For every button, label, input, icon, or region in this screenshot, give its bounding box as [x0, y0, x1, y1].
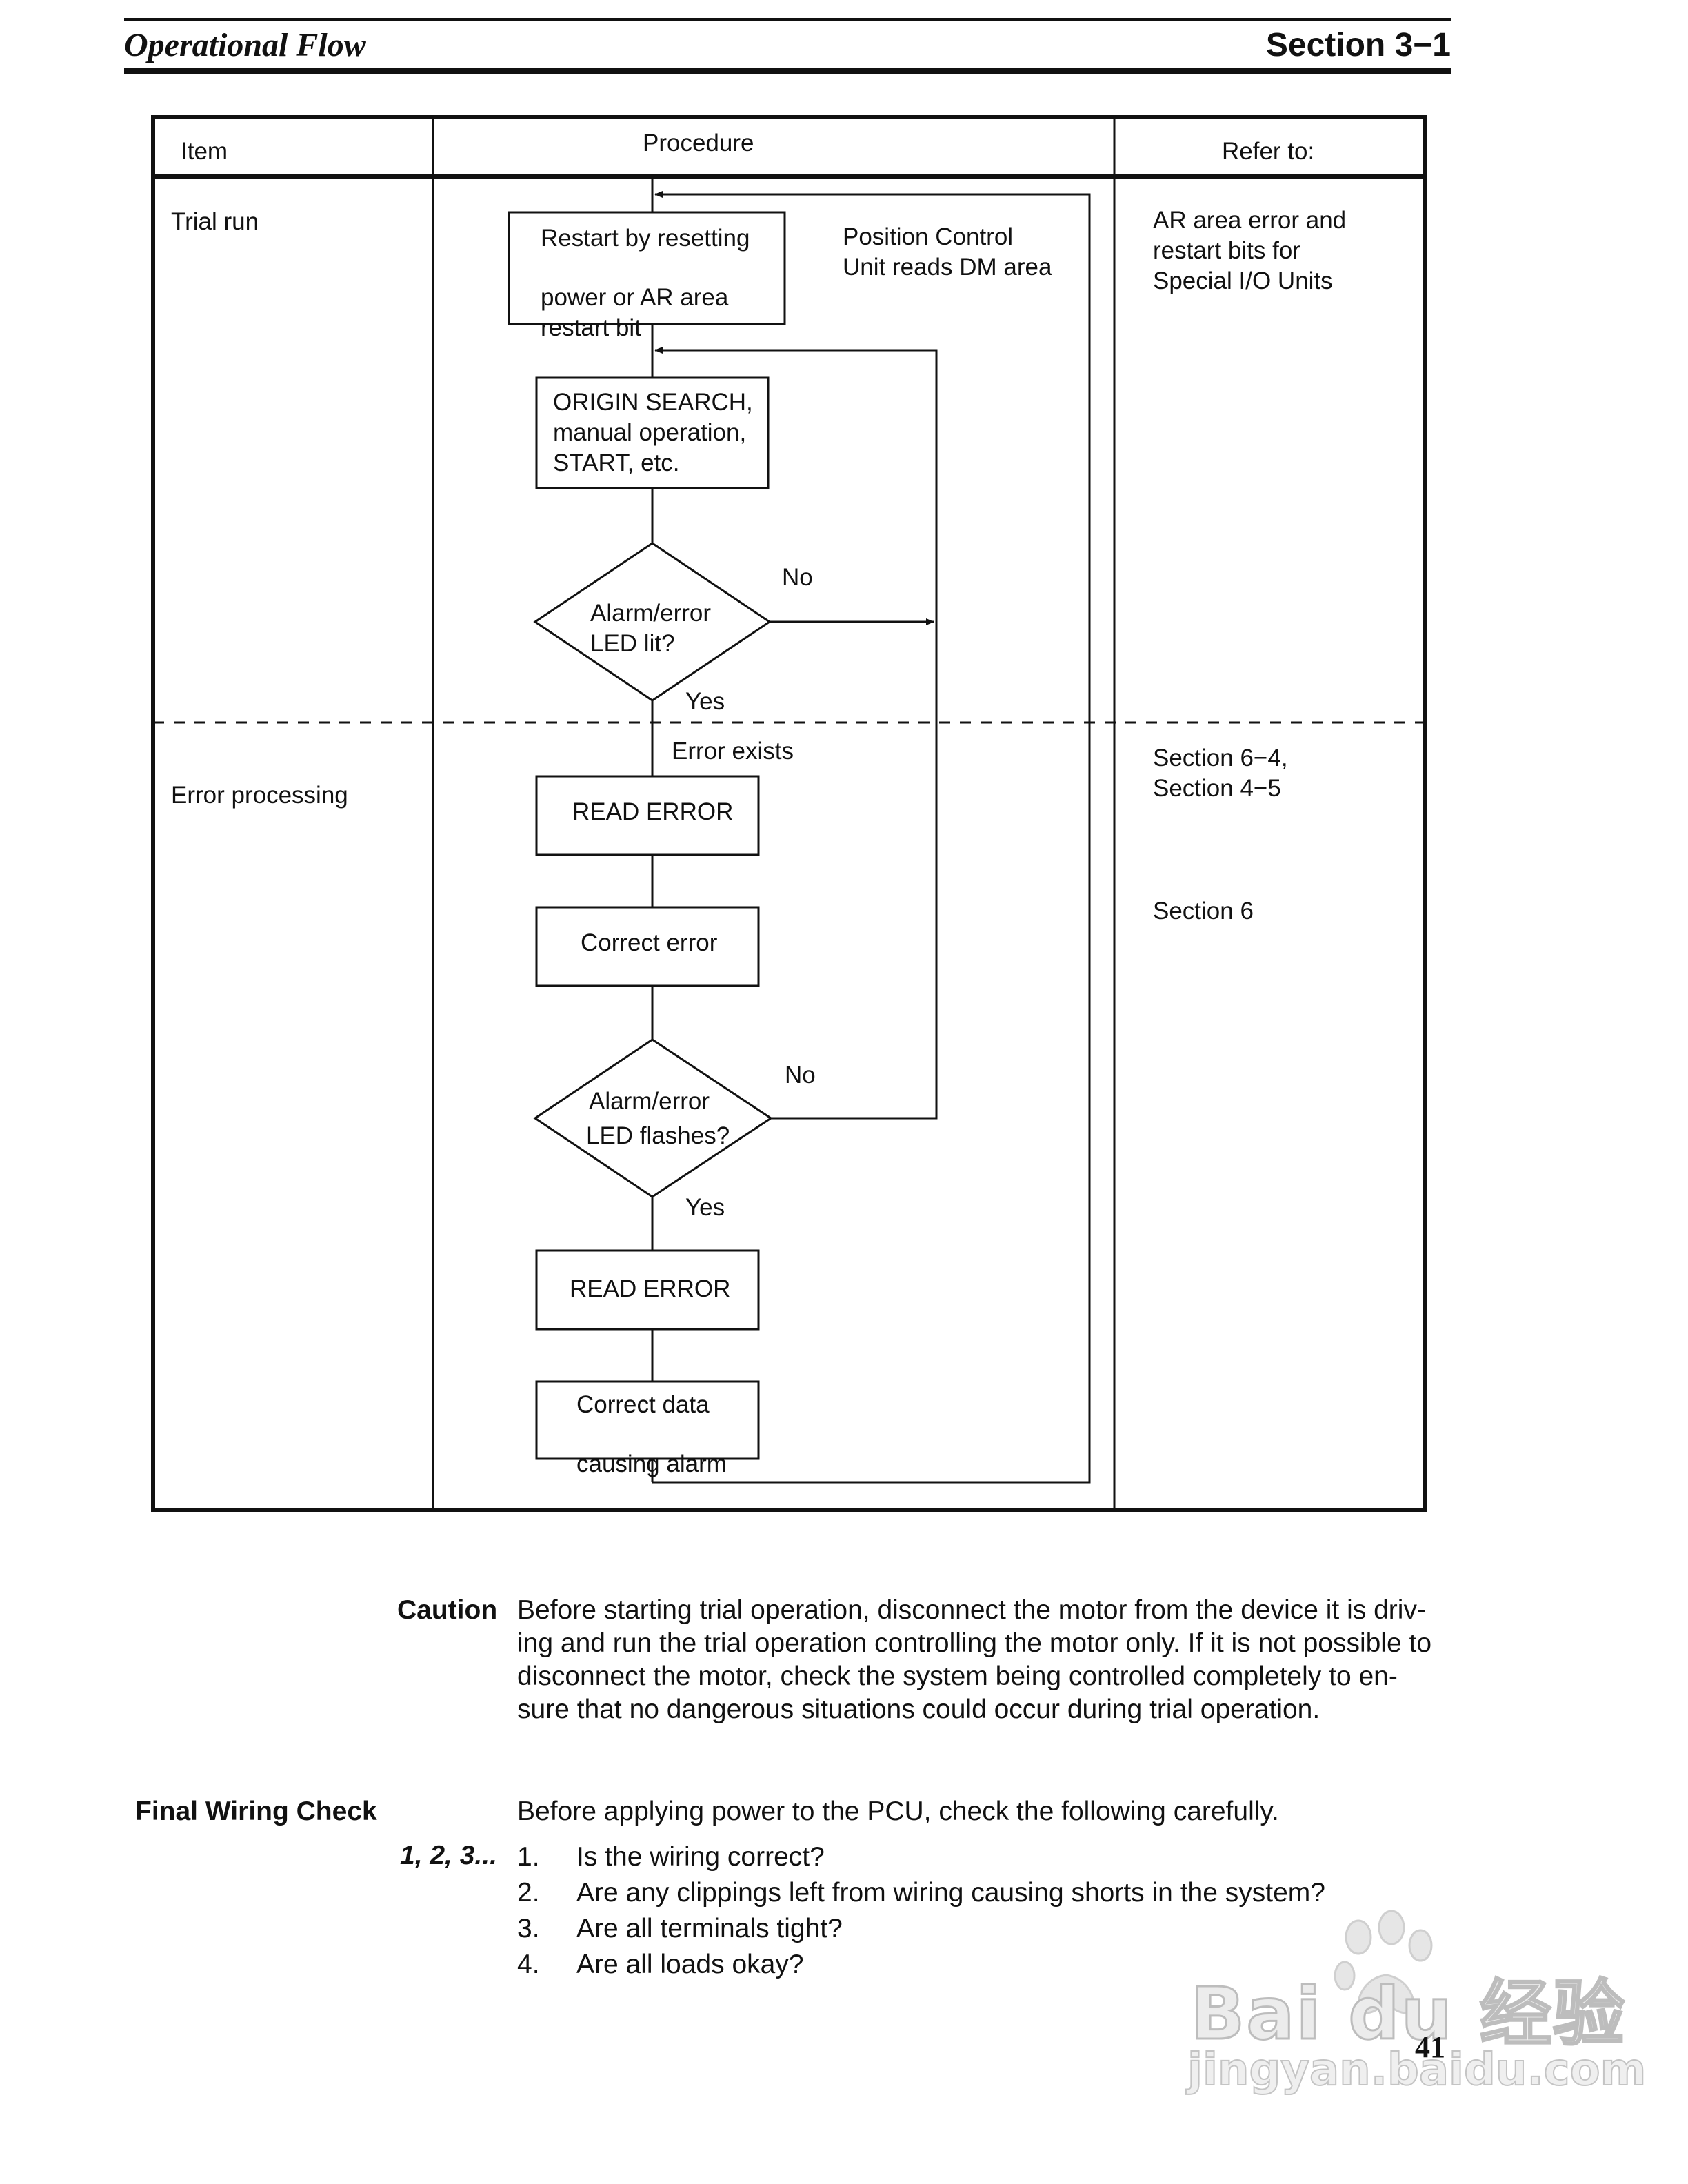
restart-label-line3: restart bit — [541, 314, 641, 341]
final-wiring-intro: Before applying power to the PCU, check … — [517, 1797, 1279, 1826]
loop-outer — [652, 191, 1091, 1484]
watermark-url: jingyan.baidu.com — [1187, 2044, 1647, 2096]
caution-label: Caution — [397, 1595, 498, 1625]
read-error-1-label: READ ERROR — [572, 798, 734, 825]
restart-label-line1: Restart by resetting — [541, 225, 750, 252]
list-marker: 1, 2, 3... — [400, 1841, 497, 1870]
list-item: 1.Is the wiring correct? — [517, 1842, 825, 1872]
list-item: 2.Are any clippings left from wiring cau… — [517, 1878, 1325, 1908]
header-top-rule — [124, 18, 1451, 21]
col-header-refer: Refer to: — [1222, 138, 1315, 165]
box-restart — [508, 211, 786, 325]
paw-logo-icon — [1334, 1910, 1433, 2014]
error-exists-label: Error exists — [672, 738, 794, 765]
correct-error-label: Correct error — [581, 929, 718, 956]
item-trial-run: Trial run — [171, 208, 259, 235]
list-item: 4.Are all loads okay? — [517, 1950, 804, 1979]
col-header-item: Item — [181, 138, 228, 165]
box-correct-error — [535, 906, 760, 987]
item-error-processing: Error processing — [171, 782, 348, 809]
yes-label-1: Yes — [685, 688, 725, 715]
origin-label: ORIGIN SEARCH, manual operation, START, … — [553, 389, 753, 476]
final-wiring-heading: Final Wiring Check — [135, 1797, 377, 1826]
header-bottom-rule — [124, 68, 1451, 74]
box-correct-data — [535, 1380, 760, 1460]
box-read-error-2 — [535, 1249, 760, 1331]
section-label: Section 3−1 — [1265, 27, 1451, 63]
loop-inner — [654, 347, 938, 1120]
correct-data-label-line2: causing alarm — [576, 1450, 727, 1477]
no-label-2: No — [785, 1062, 816, 1089]
caution-text: Before starting trial operation, disconn… — [517, 1595, 1432, 1724]
no-label-1: No — [782, 564, 813, 591]
page-number: 41 — [1415, 2030, 1445, 2064]
restart-label-line2: power or AR area — [541, 284, 729, 311]
page-title: Operational Flow — [124, 27, 366, 63]
table-frame — [151, 115, 1427, 1512]
box-read-error-1 — [535, 775, 760, 856]
correct-data-label-line1: Correct data — [576, 1391, 710, 1418]
decision1-label: Alarm/error LED lit? — [590, 600, 712, 657]
checklist: 1.Is the wiring correct? 2.Are any clipp… — [517, 1839, 1325, 1983]
read-error-2-label: READ ERROR — [570, 1275, 731, 1302]
list-item: 3.Are all terminals tight? — [517, 1914, 843, 1943]
watermark-brand: Bai du 经验 — [1189, 1971, 1626, 2057]
refer-trial-run: AR area error and restart bits for Speci… — [1153, 207, 1347, 294]
yes-label-2: Yes — [685, 1194, 725, 1221]
refer-section-6: Section 6 — [1153, 898, 1254, 924]
refer-error-processing: Section 6−4, Section 4−5 — [1153, 745, 1288, 802]
position-note: Position Control Unit reads DM area — [843, 223, 1052, 281]
decision2-label: Alarm/error LED flashes? — [586, 1088, 730, 1149]
col-header-procedure: Procedure — [643, 130, 754, 156]
